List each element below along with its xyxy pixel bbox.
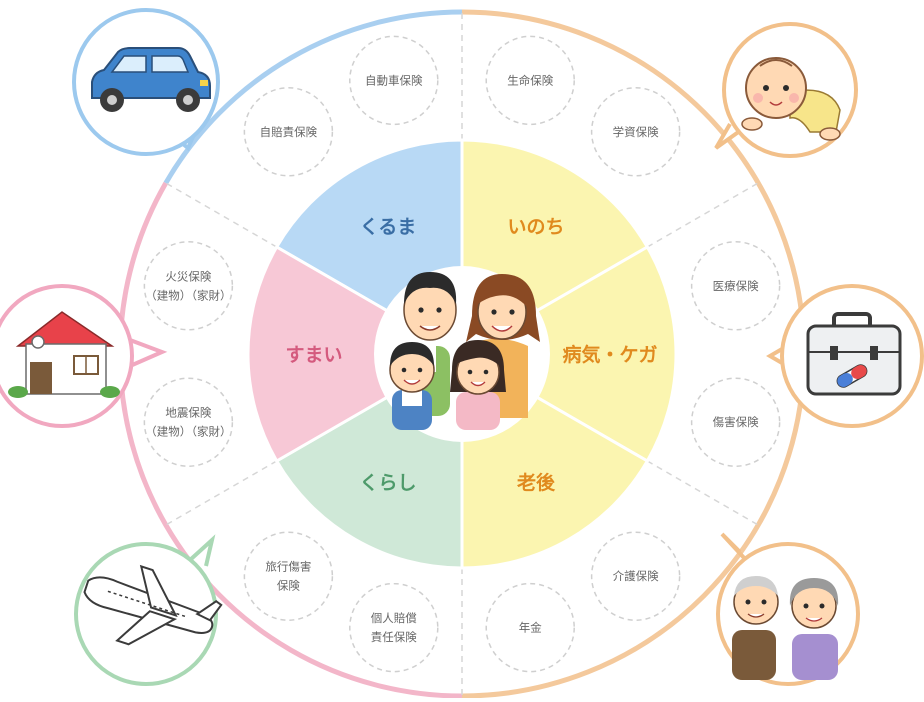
insurance-bubble bbox=[243, 87, 334, 177]
insurance-bubble bbox=[485, 582, 575, 673]
segment-label-kurashi: くらし bbox=[359, 472, 416, 494]
insurance-bubble bbox=[143, 241, 234, 331]
car-callout bbox=[72, 8, 220, 156]
medical-callout bbox=[766, 284, 924, 428]
insurance-bubble bbox=[590, 531, 681, 621]
insurance-item-label: 年金 bbox=[519, 621, 542, 635]
insurance-item[interactable]: 自動車保険 bbox=[349, 35, 439, 126]
family-center bbox=[374, 266, 550, 442]
airplane-callout bbox=[74, 534, 223, 686]
segment-byoki bbox=[459, 244, 678, 464]
baby-icon bbox=[741, 57, 841, 141]
segment-label-kuruma: くるま bbox=[360, 216, 417, 238]
segment-label-inochi: いのち bbox=[507, 216, 564, 238]
insurance-item[interactable]: 傷害保険 bbox=[690, 377, 781, 467]
insurance-bubble bbox=[690, 241, 781, 331]
category-wheel bbox=[246, 138, 678, 570]
elderly-callout-tail bbox=[720, 532, 748, 562]
insurance-item[interactable]: 生命保険 bbox=[485, 35, 575, 126]
elderly-callout bbox=[716, 532, 860, 686]
house-callout-tail bbox=[129, 338, 168, 368]
insurance-item-label: 医療保険 bbox=[713, 279, 759, 293]
insurance-item-label: 傷害保険 bbox=[713, 415, 759, 429]
insurance-item-label: 地震保険 bbox=[165, 406, 211, 420]
insurance-bubble bbox=[243, 531, 334, 621]
elderly-couple-icon bbox=[732, 576, 839, 680]
segment-sumai bbox=[246, 244, 465, 464]
airplane-icon bbox=[83, 564, 223, 646]
baby-callout bbox=[714, 22, 858, 158]
insurance-item-label: 自賠責保険 bbox=[260, 125, 318, 139]
insurance-item-label: 火災保険 bbox=[165, 269, 211, 283]
insurance-bubble bbox=[349, 35, 439, 126]
insurance-item[interactable]: 医療保険 bbox=[690, 241, 781, 331]
insurance-item[interactable]: 地震保険 （建物）（家財） bbox=[143, 377, 234, 467]
insurance-bubble bbox=[349, 582, 439, 673]
insurance-item-label: 責任保険 bbox=[371, 630, 417, 644]
insurance-item-label: 個人賠償 bbox=[371, 611, 417, 625]
insurance-item[interactable]: 年金 bbox=[485, 582, 575, 673]
house-callout bbox=[0, 284, 168, 428]
girl-figure bbox=[450, 340, 506, 430]
segment-label-sumai: すまい bbox=[285, 344, 342, 366]
ring-arc-left bbox=[117, 181, 463, 698]
airplane-callout-tail bbox=[188, 534, 216, 567]
segment-label-byoki: 病気・ケガ bbox=[562, 343, 657, 366]
ring-arc-top-left bbox=[163, 9, 463, 185]
house-icon bbox=[8, 311, 120, 398]
car-icon bbox=[91, 47, 211, 112]
insurance-item-label: 学資保険 bbox=[613, 125, 659, 139]
insurance-item-label: 旅行傷害 bbox=[265, 560, 311, 574]
boy-figure bbox=[389, 342, 435, 430]
insurance-item[interactable]: 介護保険 bbox=[590, 531, 681, 621]
insurance-item-label: 保険 bbox=[277, 579, 300, 593]
insurance-bubble bbox=[143, 377, 234, 467]
insurance-item-label: 自動車保険 bbox=[365, 73, 423, 87]
segment-label-rougo: 老後 bbox=[517, 471, 556, 494]
category-icons bbox=[0, 8, 924, 686]
medical-kit-icon bbox=[806, 312, 902, 396]
insurance-item[interactable]: 火災保険 （建物）（家財） bbox=[143, 241, 234, 331]
insurance-bubble bbox=[590, 87, 681, 177]
family-icon bbox=[389, 272, 540, 430]
insurance-item-label: （建物）（家財） bbox=[145, 288, 231, 302]
insurance-item[interactable]: 自賠責保険 bbox=[243, 87, 334, 177]
insurance-item[interactable]: 学資保険 bbox=[590, 87, 681, 177]
insurance-bubble bbox=[690, 377, 781, 467]
insurance-item-label: （建物）（家財） bbox=[145, 425, 231, 439]
insurance-item-label: 生命保険 bbox=[507, 73, 553, 87]
insurance-item-label: 介護保険 bbox=[613, 569, 659, 583]
insurance-bubble bbox=[485, 35, 575, 126]
